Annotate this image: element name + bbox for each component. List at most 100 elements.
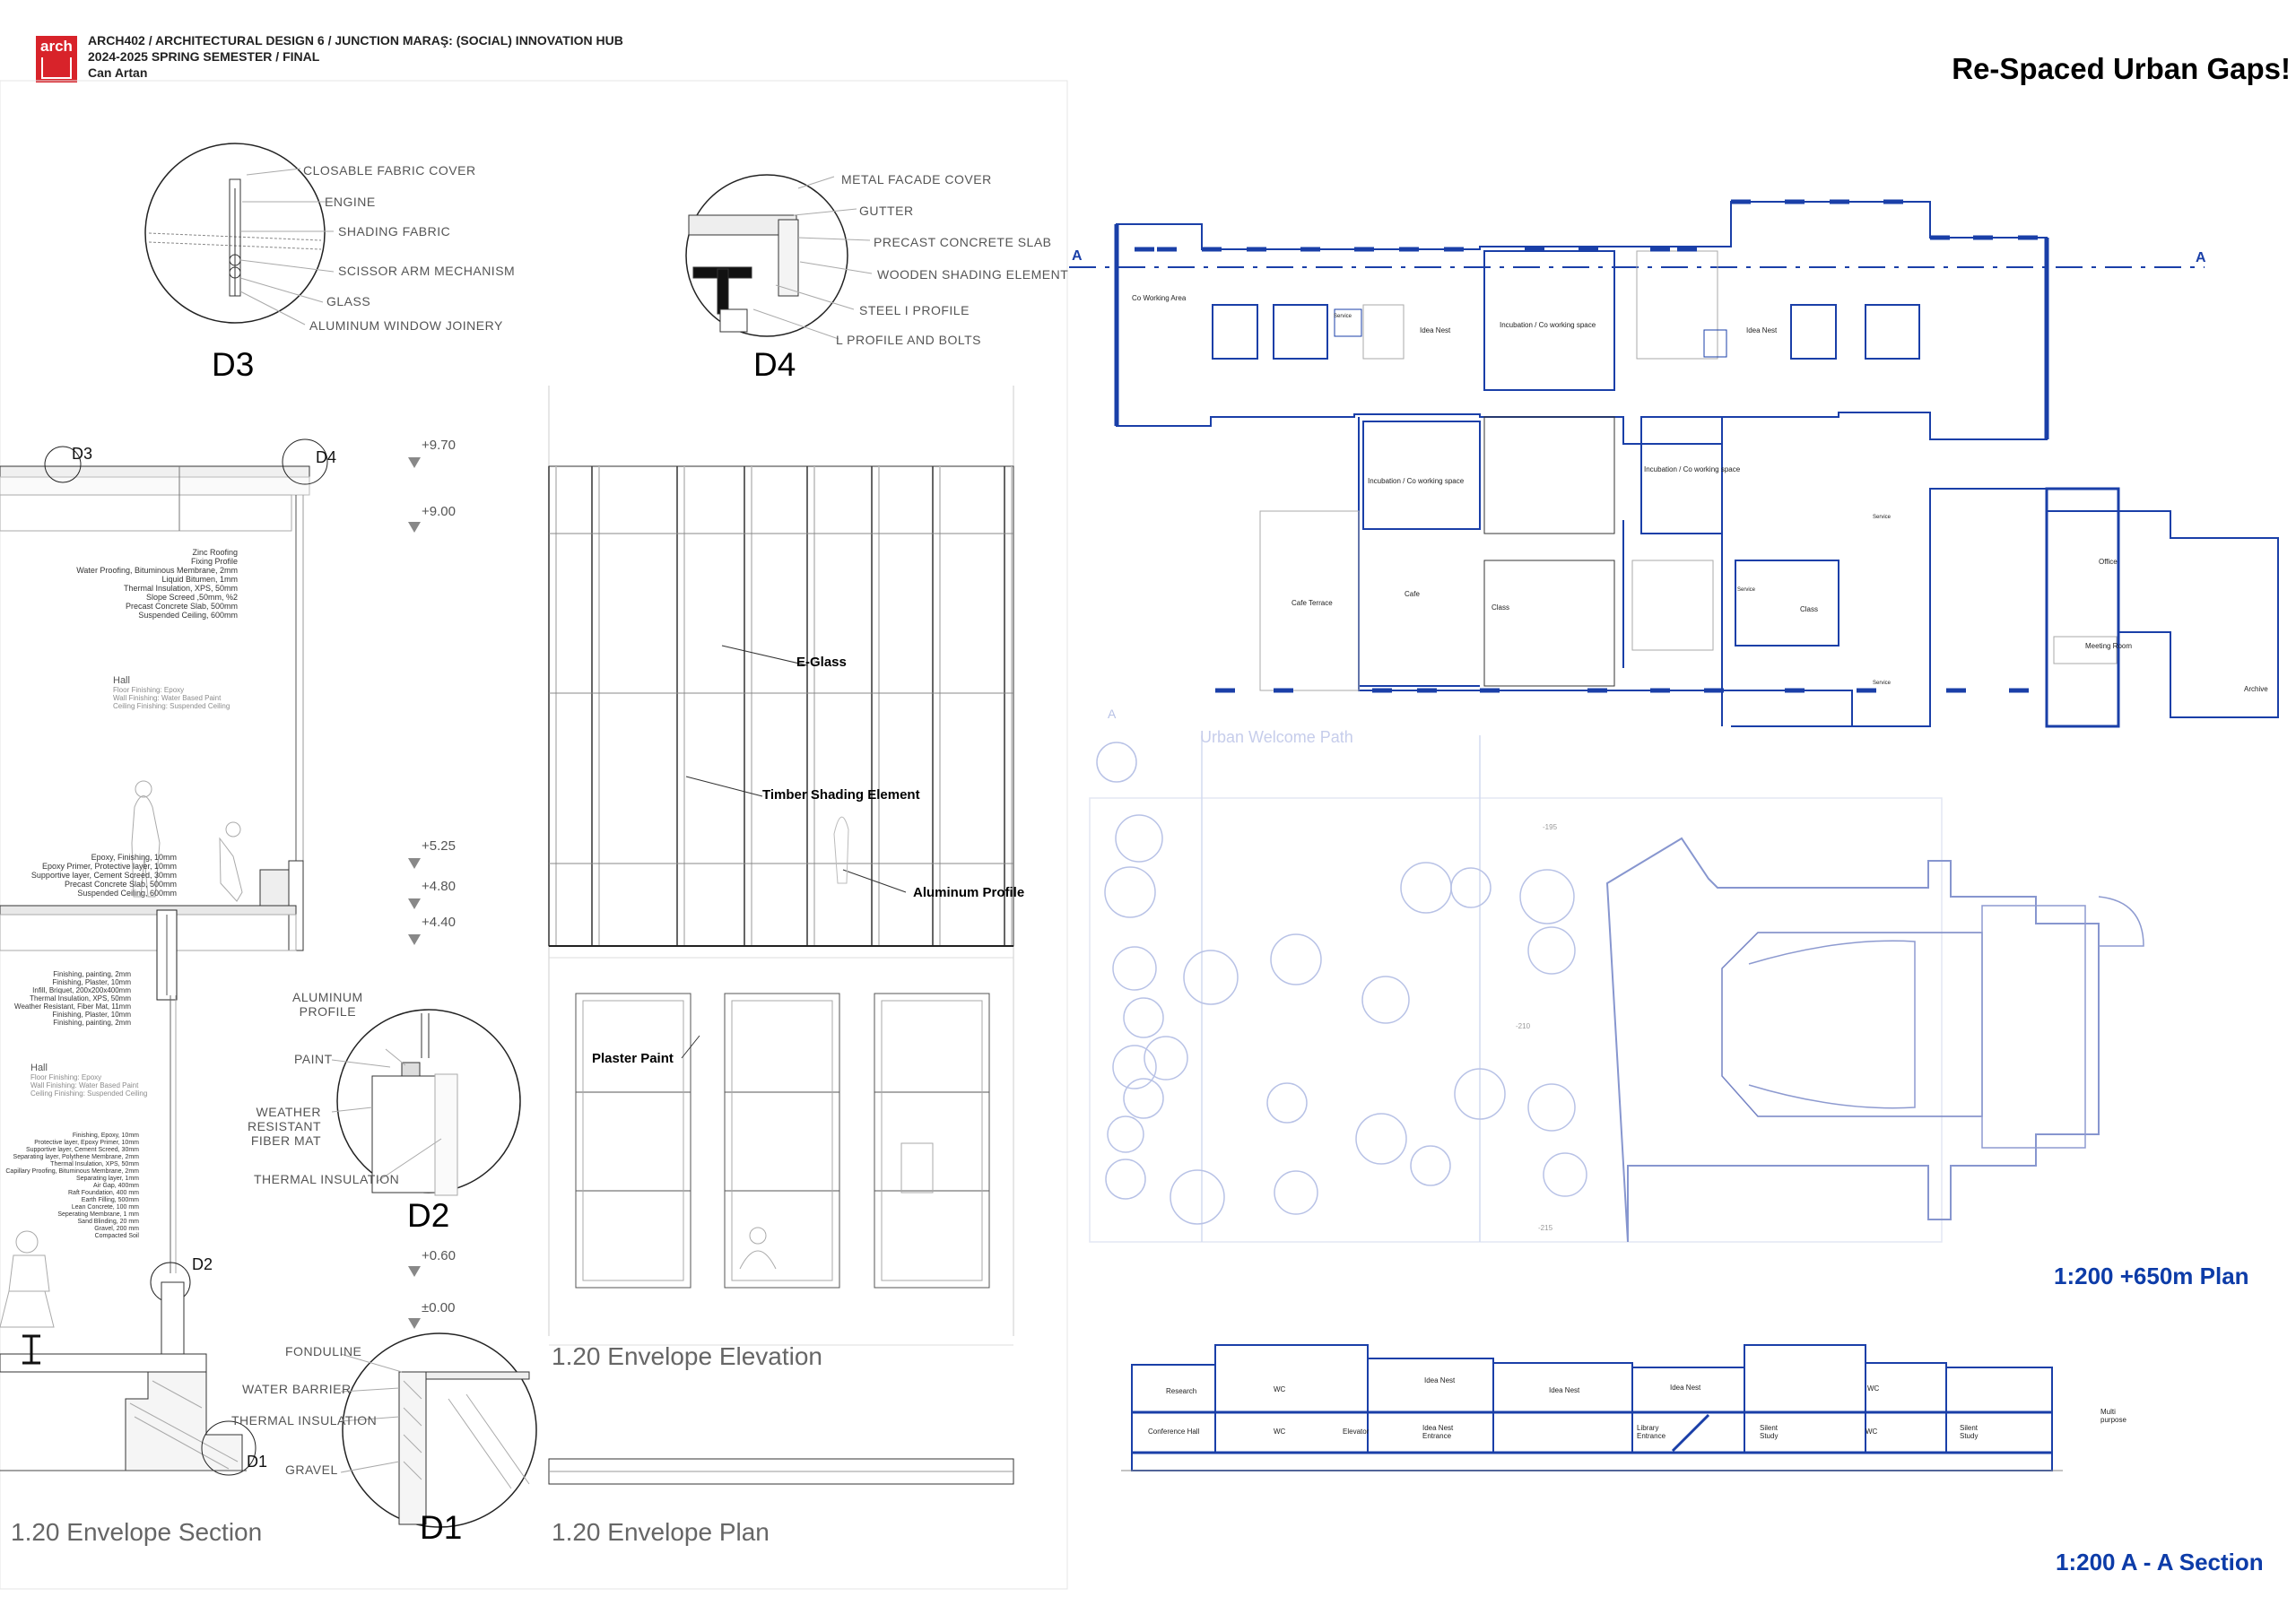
site-tree (1170, 1169, 1225, 1225)
aa-room-label: WC (1274, 1385, 1286, 1393)
hall-lower: Hall Floor Finishing: Epoxy Wall Finishi… (30, 1063, 147, 1098)
envelope-section-drawing (0, 438, 421, 1476)
section-mark-a-site: A (1108, 707, 1117, 721)
d3-callout-2: ENGINE (325, 195, 376, 209)
envelope-elevation-drawing (548, 386, 1014, 1485)
d3-callout-1: CLOSABLE FABRIC COVER (303, 163, 476, 178)
label-plaster-paint: Plaster Paint (592, 1051, 674, 1066)
site-level: -215 (1538, 1224, 1553, 1232)
room-label: Idea Nest (1746, 326, 1778, 334)
roof-layer: Slope Screed ,50mm, %2 (145, 593, 238, 602)
logo: arch (36, 36, 77, 82)
roof-layer: Suspended Ceiling, 600mm (138, 611, 238, 620)
room-label: Service (1737, 587, 1756, 593)
d3-label: D3 (212, 346, 255, 383)
site-tree (1105, 1159, 1146, 1200)
ground-layer: Raft Foundation, 400 mm (68, 1190, 139, 1196)
site-tree (1144, 1036, 1188, 1081)
hall-lower-title: Hall (30, 1063, 48, 1073)
aa-room-label: Idea Nest (1549, 1386, 1580, 1394)
hall-upper-note: Wall Finishing: Water Based Paint (113, 694, 222, 702)
d1-label: D1 (420, 1509, 463, 1546)
level-060: +0.60 (422, 1248, 456, 1263)
aa-room-label: Multi purpose (2100, 1408, 2126, 1424)
floor-plan-drawing (1069, 199, 2279, 728)
wall-layer: Weather Resistant, Fiber Mat, 11mm (14, 1002, 131, 1011)
site-tree (1266, 1082, 1308, 1124)
wall-layer: Infill, Briquet, 200x200x400mm (32, 986, 131, 994)
aa-room-label: Idea Nest (1424, 1376, 1456, 1384)
ground-layer: Gravel, 200 mm (94, 1226, 139, 1232)
section-marker-d2: D2 (192, 1255, 213, 1273)
room-label: Service (1873, 515, 1892, 520)
room-label: Incubation / Co working space (1368, 477, 1465, 485)
aa-room-label: Silent Study (1760, 1424, 1779, 1440)
site-tree (1115, 814, 1163, 863)
ground-layer: Finishing, Epoxy, 10mm (72, 1133, 139, 1139)
caption-envelope-section: 1.20 Envelope Section (11, 1518, 263, 1546)
d3-callout-3: SHADING FABRIC (338, 224, 451, 239)
roof-layer: Zinc Roofing (192, 548, 238, 557)
section-mark-a-right: A (2196, 250, 2206, 265)
hall-lower-note: Ceiling Finishing: Suspended Ceiling (30, 1089, 148, 1098)
aa-room-label: Elevator (1343, 1428, 1370, 1436)
ground-layer: Seperating Membrane, 1 mm (57, 1211, 139, 1218)
ground-layer: Earth Filling, 500mm (81, 1197, 139, 1203)
site-tree (1454, 1068, 1506, 1120)
wall-layer: Thermal Insulation, XPS, 50mm (30, 994, 131, 1002)
room-label: Co Working Area (1132, 294, 1187, 302)
room-label: Archive (2244, 685, 2268, 693)
site-level: -210 (1516, 1022, 1531, 1030)
logo-text: arch (40, 38, 73, 55)
detail-d4-drawing (685, 174, 873, 340)
ground-layers: Finishing, Epoxy, 10mm Protective layer,… (0, 1133, 139, 1240)
author: Can Artan (88, 65, 148, 80)
semester: 2024-2025 SPRING SEMESTER / FINAL (88, 49, 320, 64)
site-tree (1183, 950, 1239, 1005)
roof-layer: Fixing Profile (190, 557, 238, 566)
header-block: ARCH402 / ARCHITECTURAL DESIGN 6 / JUNCT… (88, 32, 623, 81)
level-000: ±0.00 (422, 1300, 456, 1315)
ground-layer: Separating layer, 1mm (75, 1176, 139, 1182)
site-level: -195 (1543, 823, 1558, 831)
site-tree (1361, 976, 1410, 1024)
d4-label: D4 (753, 346, 796, 383)
ground-layer: Sand Blinding, 20 mm (77, 1219, 139, 1225)
room-label: Meeting Room (2085, 642, 2133, 650)
aa-section-drawing (1121, 1344, 2063, 1471)
caption-big-plan: 1:200 +650m Plan (2054, 1263, 2249, 1289)
d4-callout-5: STEEL I PROFILE (859, 303, 970, 317)
d3-callout-4: SCISSOR ARM MECHANISM (338, 264, 516, 278)
site-tree (1410, 1145, 1451, 1186)
left-panel-frame (0, 80, 1068, 1590)
hall-upper: Hall Floor Finishing: Epoxy Wall Finishi… (113, 675, 230, 710)
detail-d3-drawing (144, 143, 335, 325)
site-tree (1112, 1045, 1157, 1089)
d2-callout-6: THERMAL INSULATION (254, 1172, 400, 1186)
d2-label: D2 (407, 1197, 450, 1234)
d3-callout-5: GLASS (326, 294, 371, 308)
floor-layers: Epoxy, Finishing, 10mm Epoxy Primer, Pro… (0, 853, 177, 898)
site-tree (1112, 946, 1157, 991)
ground-layer: Thermal Insulation, XPS, 50mm (50, 1161, 139, 1167)
caption-big-section: 1:200 A - A Section (2056, 1549, 2264, 1575)
site-label: Urban Welcome Path (1200, 728, 1353, 746)
label-aluminum-profile: Aluminum Profile (913, 885, 1025, 900)
label-timber-shading: Timber Shading Element (762, 787, 920, 803)
aa-room-label: WC (1866, 1428, 1878, 1436)
room-label: Office (2099, 558, 2118, 566)
ground-layer: Air Gap, 400mm (93, 1183, 139, 1189)
room-label: Cafe Terrace (1292, 599, 1333, 607)
site-tree (1107, 1115, 1144, 1153)
course-title: ARCH402 / ARCHITECTURAL DESIGN 6 / JUNCT… (88, 33, 623, 48)
d2-callout-2: PROFILE (299, 1004, 357, 1019)
caption-envelope-plan: 1.20 Envelope Plan (552, 1518, 770, 1546)
site-tree (1274, 1170, 1318, 1215)
room-label: Service (1873, 681, 1892, 686)
d2-callout-aluminum: ALUMINUM PROFILE (292, 990, 363, 1019)
aa-room-label: WC (1867, 1384, 1880, 1393)
d4-callout-3: PRECAST CONCRETE SLAB (874, 235, 1052, 249)
aa-room-label: Research (1166, 1387, 1197, 1395)
floor-layer: Supportive layer, Cement Screed, 30mm (30, 871, 177, 880)
